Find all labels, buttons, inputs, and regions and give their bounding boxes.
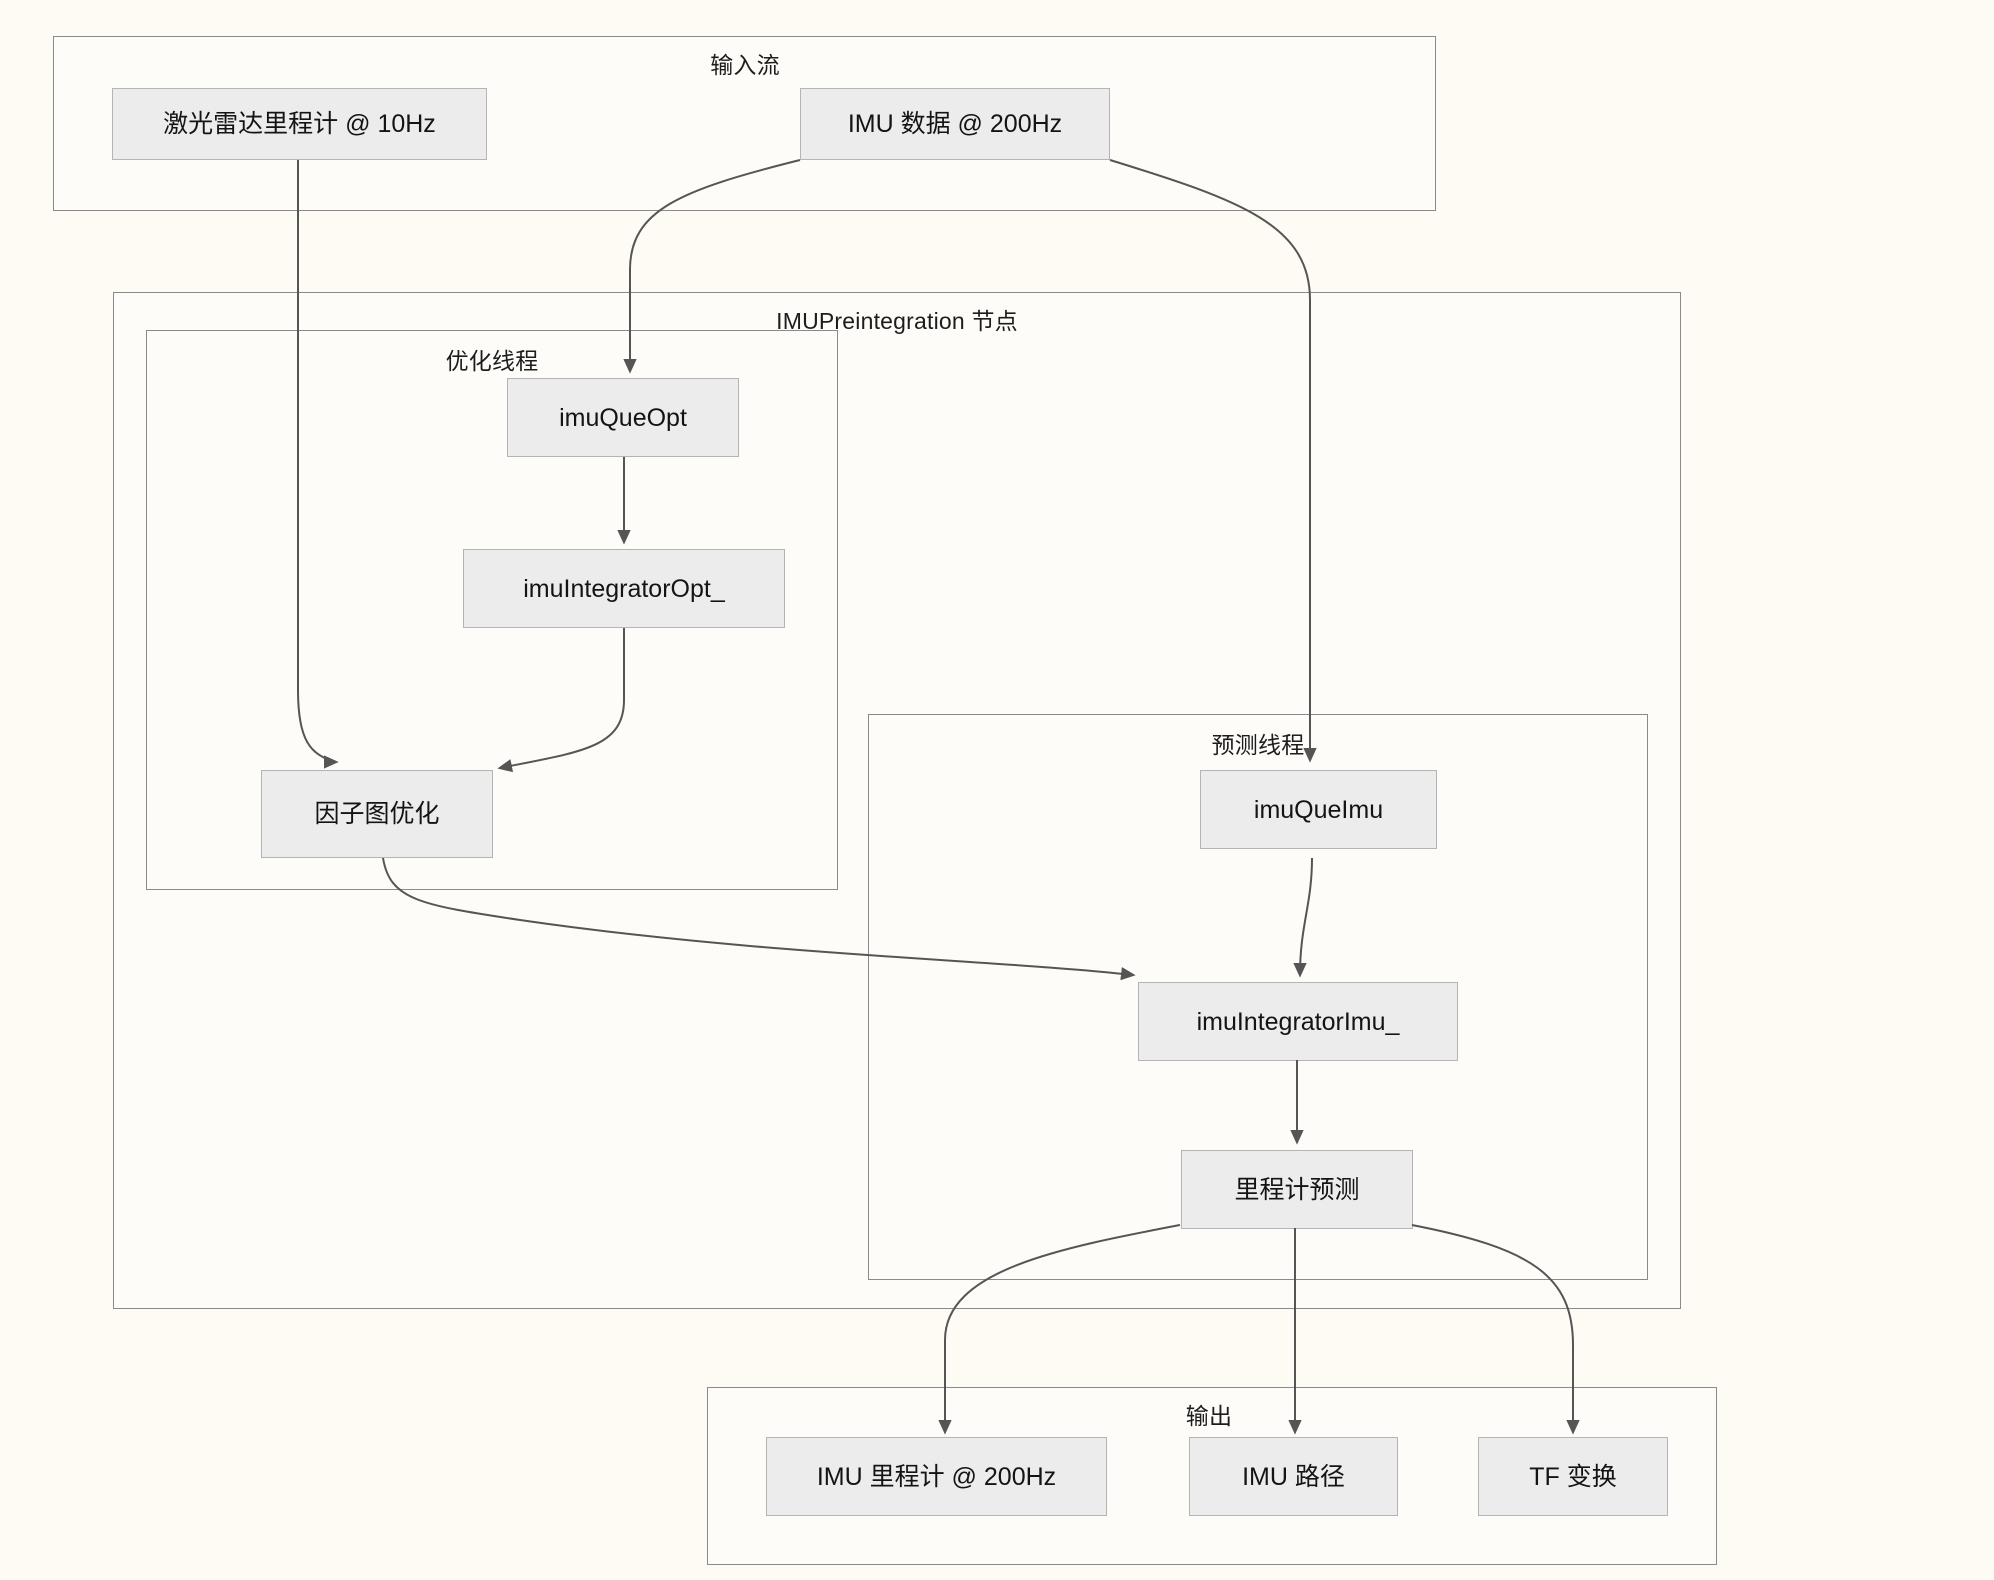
group-label-imu-preintegration-node: IMUPreintegration 节点 [776, 308, 1018, 334]
node-odometry-prediction-label: 里程计预测 [1234, 1175, 1360, 1204]
node-lidar-odometry-label: 激光雷达里程计 @ 10Hz [163, 110, 436, 138]
node-imu-integrator-opt-label: imuIntegratorOpt_ [523, 574, 725, 603]
node-tf-transform-out[interactable]: TF 变换 [1478, 1437, 1668, 1516]
node-imu-integrator-imu-label: imuIntegratorImu_ [1196, 1007, 1400, 1036]
group-label-optimization-thread: 优化线程 [445, 348, 539, 374]
node-imu-data-label: IMU 数据 @ 200Hz [847, 110, 1063, 138]
node-lidar-odometry[interactable]: 激光雷达里程计 @ 10Hz [112, 88, 487, 160]
node-tf-transform-out-label: TF 变换 [1529, 1462, 1617, 1491]
node-imu-path-out-label: IMU 路径 [1242, 1462, 1345, 1491]
node-imu-data[interactable]: IMU 数据 @ 200Hz [800, 88, 1110, 160]
node-imu-integrator-imu[interactable]: imuIntegratorImu_ [1138, 982, 1458, 1061]
group-label-prediction-thread: 预测线程 [1211, 732, 1305, 758]
group-label-input-stream: 输入流 [710, 52, 780, 78]
node-imu-que-imu-label: imuQueImu [1253, 795, 1384, 824]
node-factor-graph-optimization[interactable]: 因子图优化 [261, 770, 493, 858]
node-imu-path-out[interactable]: IMU 路径 [1189, 1437, 1398, 1516]
node-imu-integrator-opt[interactable]: imuIntegratorOpt_ [463, 549, 785, 628]
node-factor-graph-optimization-label: 因子图优化 [314, 800, 440, 828]
node-imu-que-imu[interactable]: imuQueImu [1200, 770, 1437, 849]
node-imu-odometry-out[interactable]: IMU 里程计 @ 200Hz [766, 1437, 1107, 1516]
node-imu-que-opt[interactable]: imuQueOpt [507, 378, 739, 457]
group-label-output: 输出 [1185, 1403, 1233, 1429]
node-odometry-prediction[interactable]: 里程计预测 [1181, 1150, 1413, 1229]
node-imu-que-opt-label: imuQueOpt [559, 403, 687, 432]
node-imu-odometry-out-label: IMU 里程计 @ 200Hz [816, 1462, 1057, 1491]
